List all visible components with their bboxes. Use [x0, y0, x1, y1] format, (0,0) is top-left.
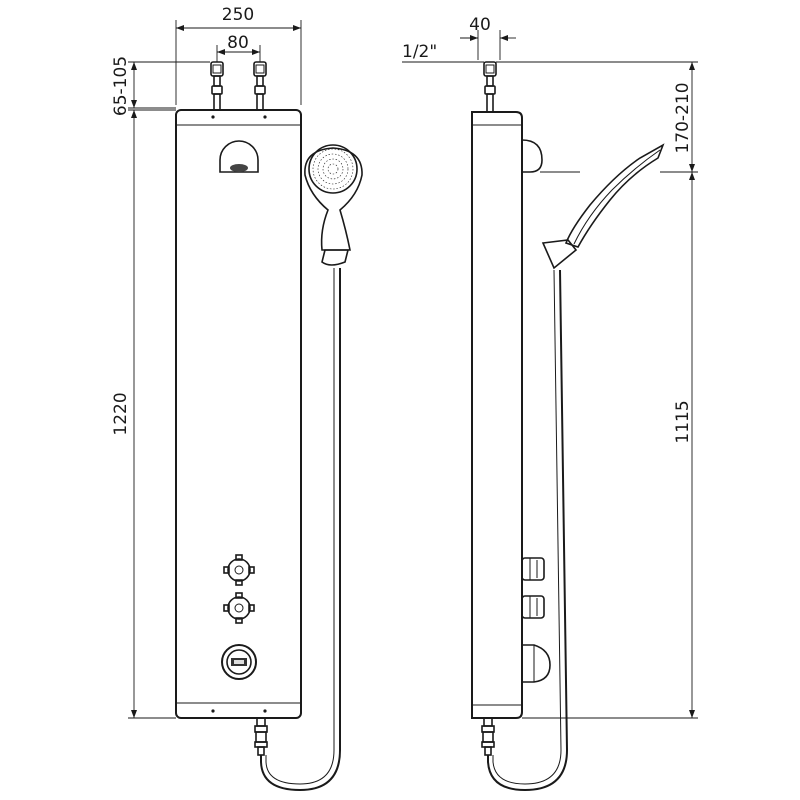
dim-inlet-spacing: 80 [216, 33, 261, 62]
side-fixed-shower-head [521, 139, 543, 173]
front-inlet-right [253, 61, 267, 111]
dim-head-offset-label: 170-210 [673, 82, 693, 153]
dim-head-height: 1115 [522, 172, 698, 719]
side-panel [471, 111, 523, 719]
dim-width: 250 [175, 5, 302, 105]
dim-inlet-spacing-label: 80 [227, 33, 249, 53]
front-inlet-left [210, 61, 224, 111]
side-hose [487, 269, 569, 792]
push-button-control [221, 644, 257, 680]
dim-depth-label: 40 [469, 15, 491, 35]
dim-width-label: 250 [222, 5, 254, 25]
dim-head-height-label: 1115 [673, 400, 693, 443]
front-view: 250 80 65-105 1220 [111, 5, 363, 792]
fixed-shower-head [219, 140, 259, 173]
mixer-knob-lower [223, 592, 255, 624]
side-hand-shower [541, 143, 665, 270]
side-knob-lower [521, 595, 545, 619]
dim-panel-height-label: 1220 [111, 392, 131, 435]
side-view: 40 1/2" 170-210 1115 [402, 15, 698, 792]
front-hose [260, 268, 341, 792]
dim-inlet-height: 65-105 [111, 56, 210, 116]
side-inlet [483, 61, 497, 113]
side-knob-upper [521, 557, 545, 581]
side-push-button [521, 644, 551, 683]
mixer-knob-upper [223, 554, 255, 586]
dim-head-offset: 170-210 [496, 61, 698, 173]
front-hand-shower [304, 144, 363, 266]
dim-inlet-height-label: 65-105 [111, 56, 131, 116]
side-bottom-connector [481, 717, 495, 756]
dim-thread: 1/2" [402, 42, 484, 63]
dim-thread-label: 1/2" [402, 42, 437, 62]
dim-panel-height: 1220 [111, 109, 176, 719]
front-bottom-connector [254, 717, 268, 756]
dim-depth: 40 [460, 15, 516, 60]
front-panel [175, 109, 302, 719]
